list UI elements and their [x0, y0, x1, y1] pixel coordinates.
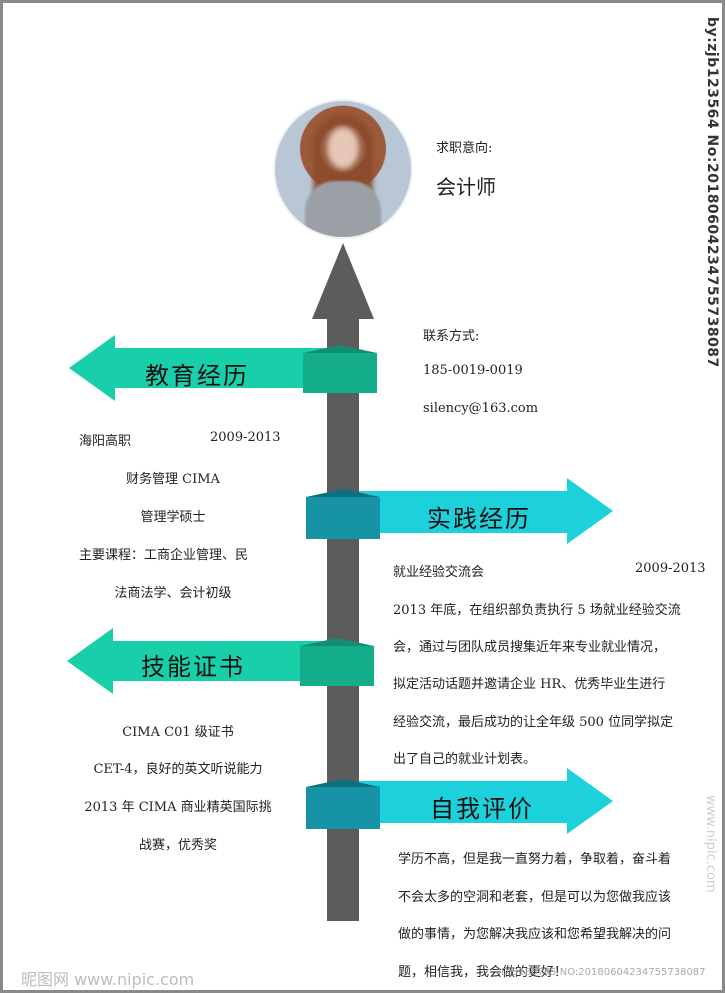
self-eval-line: 不会太多的空洞和老套，但是可以为您做我应该: [398, 890, 672, 905]
skills-banner-box: [300, 638, 374, 686]
self-eval-line: 学历不高，但是我一直努力着，争取着，奋斗着: [398, 852, 672, 867]
self-eval-banner-bar: [359, 781, 569, 823]
practice-years: 2009-2013: [635, 561, 706, 576]
skills-banner-bar: [113, 641, 328, 681]
contact-label: 联系方式:: [423, 329, 480, 344]
contact-phone: 185-0019-0019: [423, 363, 523, 378]
practice-line: 会，通过与团队成员搜集近年来专业就业情况，: [393, 640, 667, 655]
education-years: 2009-2013: [210, 430, 281, 445]
education-major: 财务管理 CIMA: [126, 472, 220, 487]
job-intent-value: 会计师: [436, 175, 496, 199]
self-eval-banner-arrow: [567, 768, 613, 834]
skills-banner-arrow: [67, 628, 113, 694]
timeline-shaft: [327, 315, 359, 921]
job-intent-label: 求职意向:: [436, 141, 493, 156]
education-banner-box: [303, 345, 377, 393]
education-courses-1: 主要课程：工商企业管理、民: [79, 548, 249, 563]
practice-title: 实践经历: [427, 505, 531, 533]
skills-line: 2013 年 CIMA 商业精英国际挑: [84, 800, 272, 815]
resume-page: 求职意向: 会计师 联系方式: 185-0019-0019 silency@16…: [3, 3, 722, 990]
skills-line: 战赛，优秀奖: [138, 838, 217, 853]
skills-line: CIMA C01 级证书: [122, 725, 234, 740]
self-eval-banner-box: [306, 779, 380, 829]
self-eval-line: 题，相信我，我会做的更好！: [398, 965, 568, 980]
self-eval-line: 做的事情，为您解决我应该和您希望我解决的问: [398, 927, 672, 942]
education-courses-2: 法商法学、会计初级: [114, 586, 232, 601]
skills-line: CET-4，良好的英文听说能力: [93, 762, 263, 777]
practice-line: 拟定活动话题并邀请企业 HR、优秀毕业生进行: [393, 677, 666, 692]
practice-line: 2013 年底，在组织部负责执行 5 场就业经验交流: [393, 603, 681, 618]
watermark-bottom-right: ID:3186745 NO:20180604234755738087: [498, 967, 706, 978]
watermark-right-site: www.nipic.com: [703, 795, 718, 893]
practice-event: 就业经验交流会: [393, 565, 485, 580]
education-title: 教育经历: [145, 362, 249, 390]
education-degree: 管理学硕士: [140, 510, 206, 525]
education-school: 海阳高职: [79, 434, 132, 449]
education-banner-arrow: [69, 335, 115, 401]
skills-title: 技能证书: [141, 653, 245, 681]
contact-email: silency@163.com: [423, 401, 539, 416]
practice-banner-bar: [359, 491, 569, 533]
practice-line: 经验交流，最后成功的让全年级 500 位同学拟定: [393, 715, 674, 730]
profile-photo: [273, 99, 413, 239]
practice-banner-box: [306, 489, 380, 539]
timeline-arrowhead: [312, 243, 374, 319]
watermark-bottom-left: 昵图网 www.nipic.com: [21, 970, 195, 989]
practice-banner-arrow: [567, 478, 613, 544]
education-banner-bar: [113, 348, 328, 388]
self-eval-title: 自我评价: [430, 795, 534, 823]
watermark-right: by:zjb123564 No:20180604234755738087: [704, 17, 720, 368]
practice-line: 出了自己的就业计划表。: [393, 752, 537, 767]
